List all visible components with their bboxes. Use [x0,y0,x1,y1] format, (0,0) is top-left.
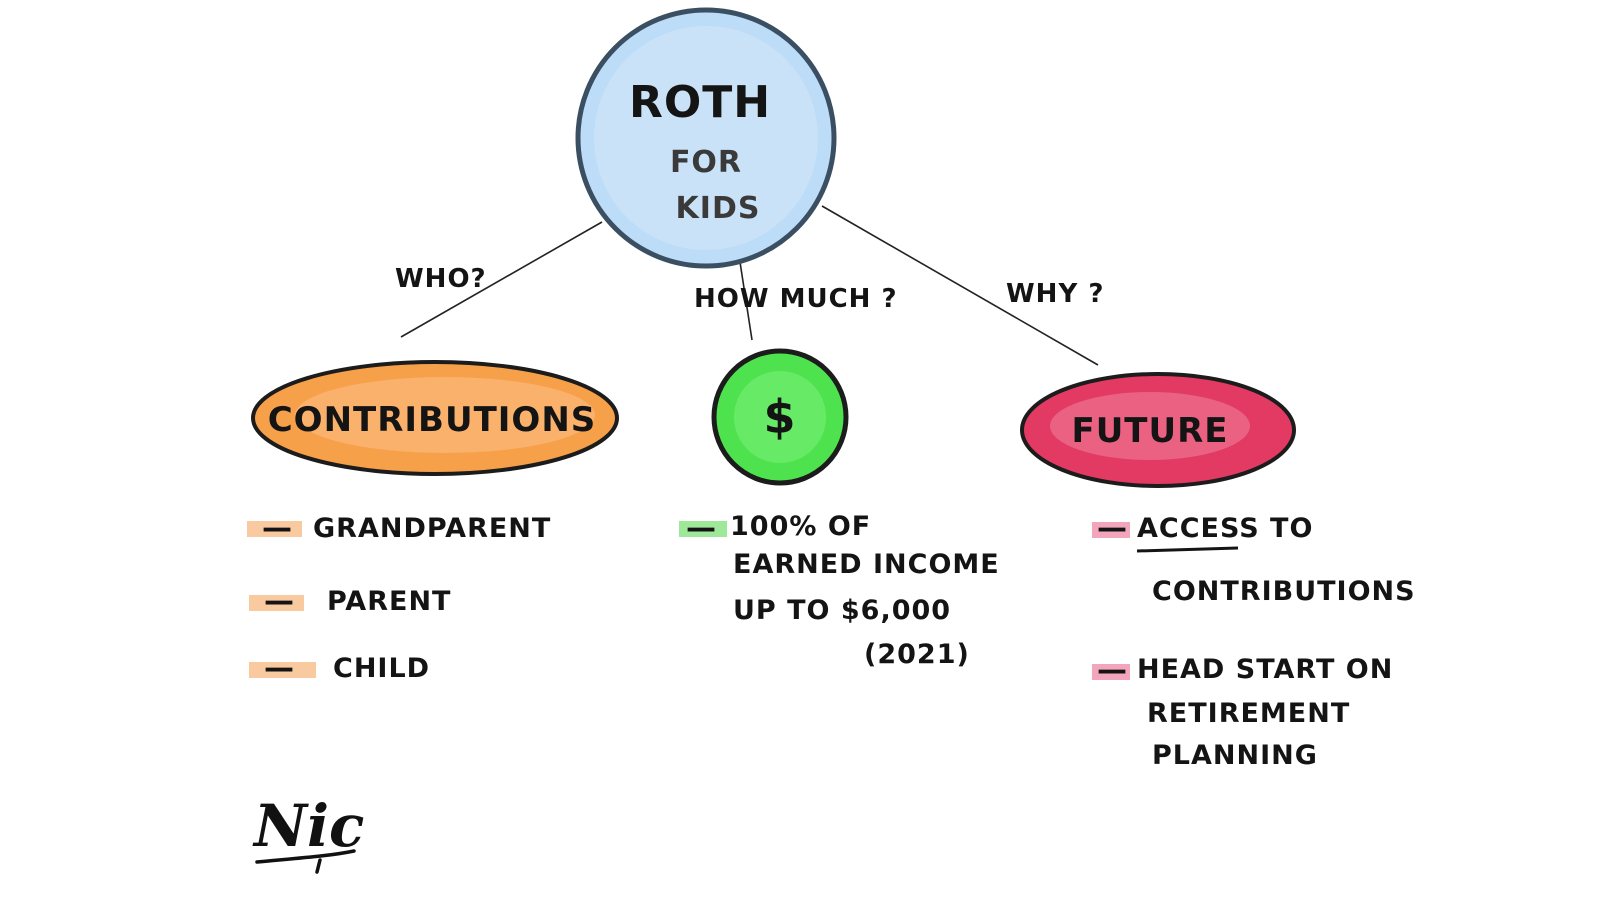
reason-1-line-2: Contributions [1152,576,1416,607]
amount-line-3: up to $6,000 [733,595,951,626]
reason-1-line-1: Access To [1137,513,1313,544]
list-highlight [249,595,304,611]
center-node: Roth For Kids [575,7,837,269]
amount-line-1: 100% of [730,511,871,542]
signature-text: Nic [252,792,364,860]
connector-left [400,221,603,338]
center-subtitle-1: For [670,145,742,180]
list-item-child: Child [333,653,430,684]
list-highlight [1092,522,1130,538]
future-node: Future [1020,372,1296,488]
question-who: Who? [395,264,487,294]
list-dash: — [1097,653,1128,688]
list-highlight [247,521,302,537]
list-highlight [679,521,727,537]
signature-icon: Nic [252,792,364,874]
center-title: Roth [629,77,771,128]
dollar-node: $ [711,348,849,486]
connector-right [821,205,1099,366]
list-highlight [249,662,316,678]
amount-line-2: Earned Income [733,549,1000,580]
contributors-list: — Grandparent — Parent — Child [247,511,551,686]
question-how-much: How Much ? [694,284,898,314]
reasons-list: — Access To Contributions — Head Start o… [1092,511,1416,771]
future-label: Future [1071,411,1228,451]
contributions-label: Contributions [268,400,597,440]
list-item-parent: Parent [327,586,451,617]
question-why: Why ? [1006,279,1104,309]
amount-line-4: (2021) [864,639,970,670]
contributions-node: Contributions [251,360,619,476]
list-dash: — [1097,511,1128,546]
connector-middle [739,261,753,341]
list-dash: — [264,651,295,686]
center-subtitle-2: Kids [676,191,761,226]
list-highlight [1092,664,1130,680]
dollar-sign: $ [763,390,796,444]
access-underline [1136,546,1239,553]
reason-2-line-2: Retirement [1147,698,1350,729]
reason-2-line-1: Head Start on [1137,654,1393,685]
list-dash: — [262,511,293,546]
list-item-grandparent: Grandparent [313,513,551,544]
list-dash: — [686,511,717,546]
reason-2-line-3: Planning [1152,740,1318,771]
amount-list: — 100% of Earned Income up to $6,000 (20… [679,511,1000,670]
list-dash: — [264,584,295,619]
